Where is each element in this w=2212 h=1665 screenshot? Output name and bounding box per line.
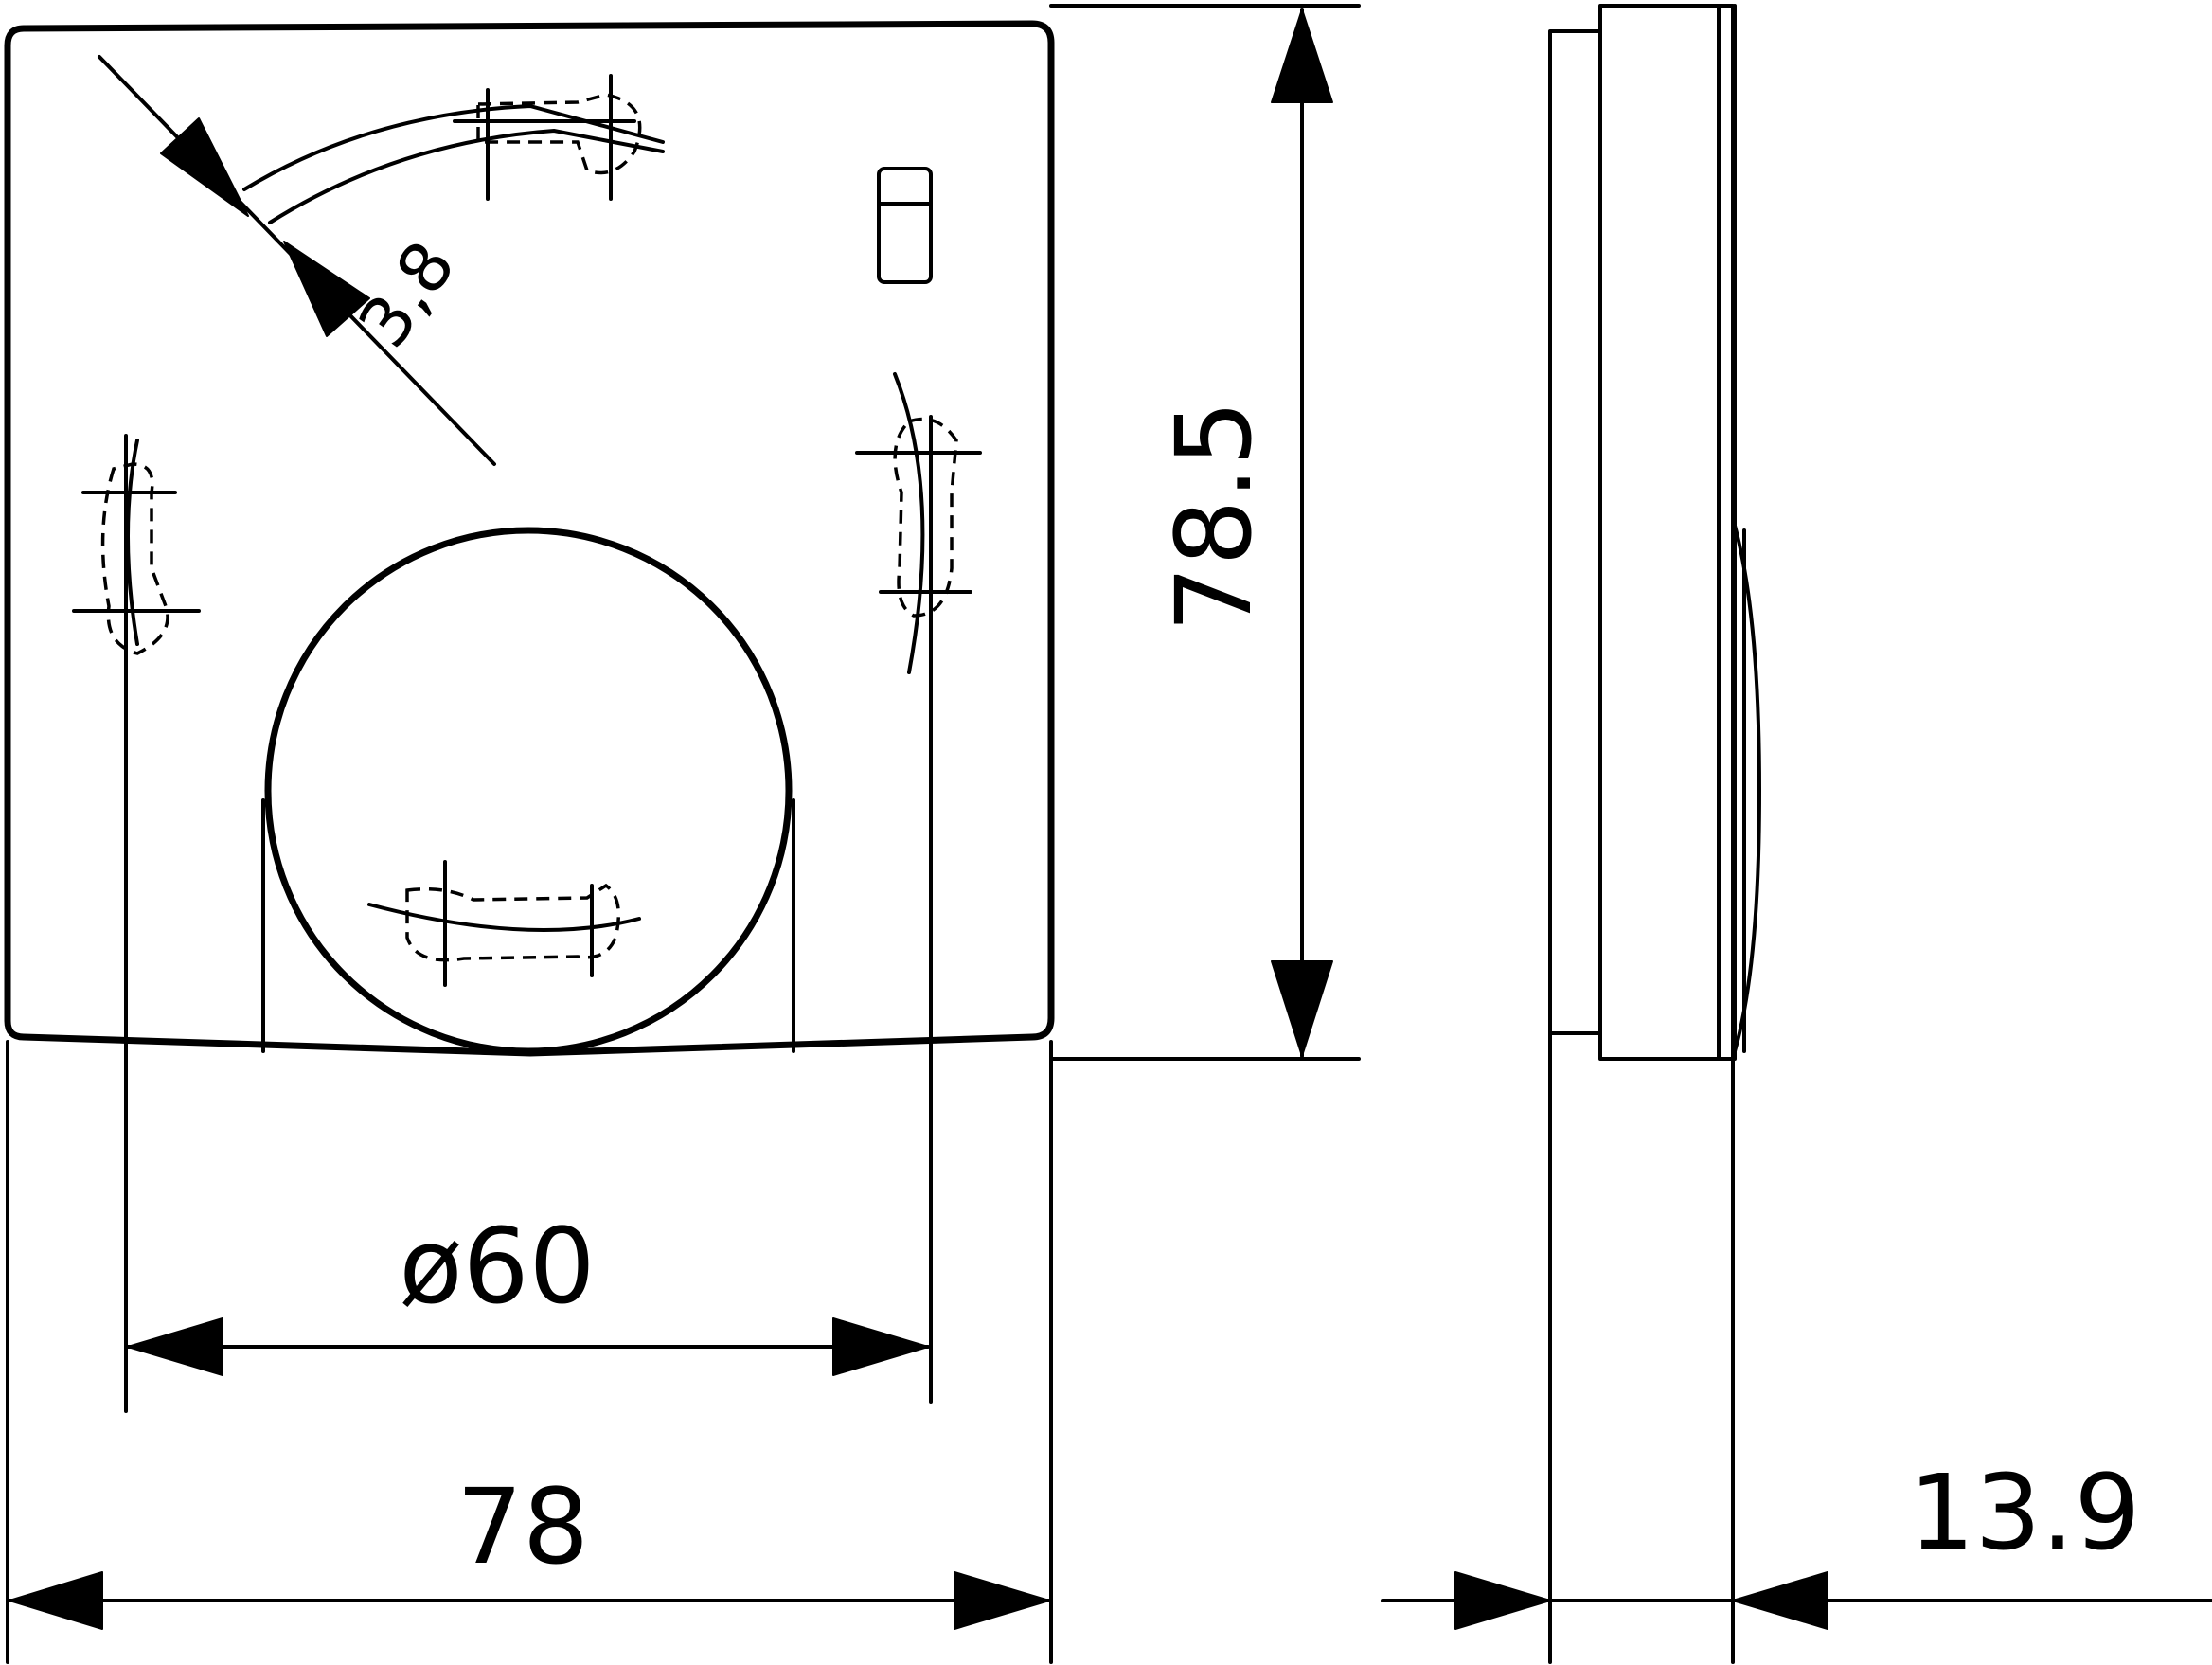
display-window-icon [877, 167, 933, 284]
front-body-outline [4, 20, 1055, 1057]
screw-slot-left [72, 439, 201, 655]
side-body [1598, 4, 1735, 1061]
screw-hole-label: 3,8 [343, 227, 470, 362]
hole-diameter-dimension [124, 415, 933, 1413]
width-label: 78 [456, 1466, 589, 1587]
screw-slot-top [242, 74, 665, 224]
screw-slot-right [855, 372, 982, 674]
depth-label: 13.9 [1909, 1452, 2141, 1573]
height-dimension [1271, 8, 1333, 1058]
side-base-plate [1548, 29, 1602, 1035]
hole-diameter-label: ø60 [399, 1206, 595, 1327]
side-view [1548, 4, 1761, 1061]
height-label: 78.5 [1153, 401, 1275, 633]
dial [264, 527, 793, 1055]
screw-hole-dimension [98, 55, 496, 466]
screw-slot-bottom [367, 860, 641, 987]
width-dimension [8, 1571, 1051, 1630]
side-dial-profile [1733, 524, 1761, 1053]
depth-dimension [1381, 1571, 2212, 1630]
front-view: 3,8 [4, 20, 1055, 1057]
